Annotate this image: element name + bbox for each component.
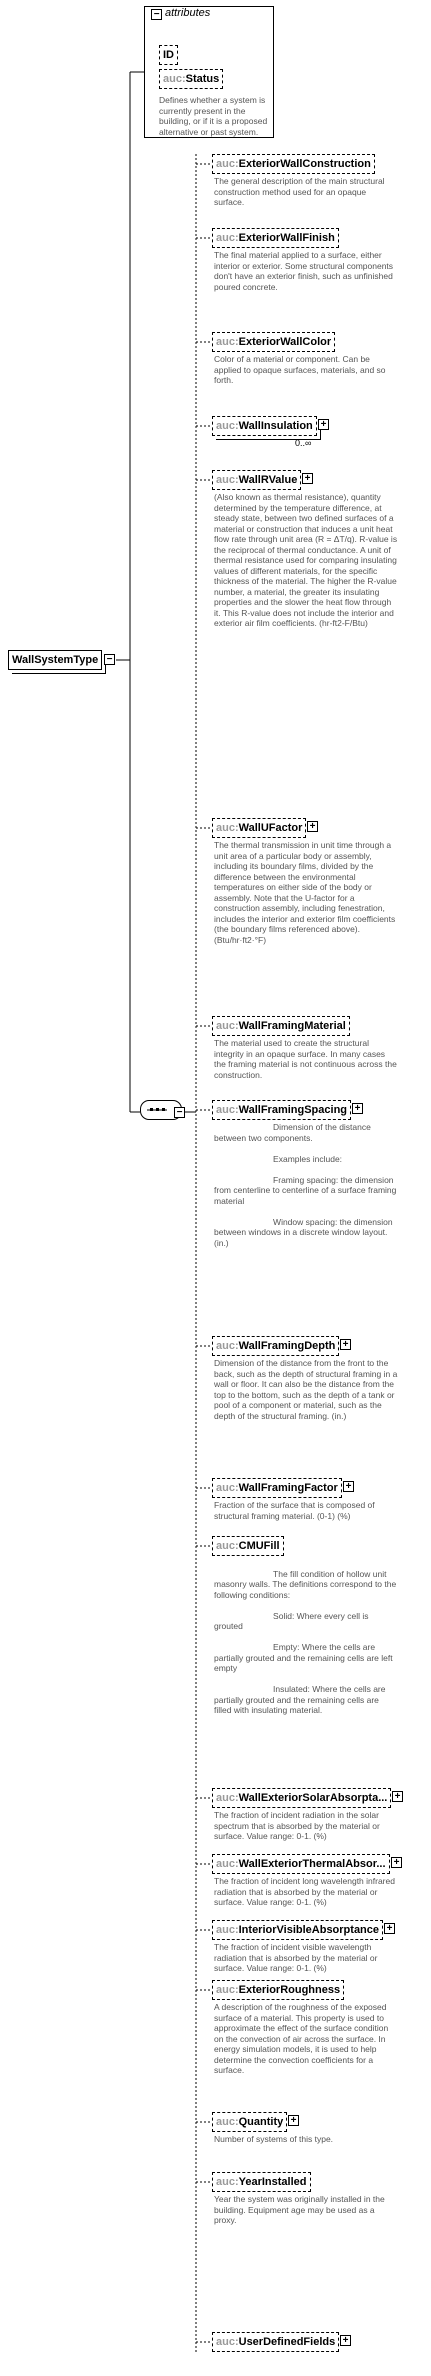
element-description: Color of a material or component. Can be… <box>214 354 388 385</box>
element-name: ExteriorRoughness <box>238 1984 341 1996</box>
element-box[interactable]: auc:WallFramingMaterial <box>212 1016 350 1036</box>
attribute-namespace: auc: <box>163 73 186 85</box>
element-name: ExteriorWallConstruction <box>238 158 371 170</box>
element-namespace: auc: <box>216 1984 239 1996</box>
element-box[interactable]: auc:WallFramingFactor <box>212 1478 342 1498</box>
element-name: WallRValue <box>238 474 298 486</box>
element-name: WallFramingFactor <box>238 1482 338 1494</box>
expand-icon[interactable]: + <box>340 1339 351 1350</box>
element-namespace: auc: <box>216 1924 239 1936</box>
attribute-name: Status <box>185 73 220 85</box>
expand-icon[interactable]: + <box>340 2335 351 2346</box>
expand-icon[interactable]: + <box>302 473 313 484</box>
element-description: Dimension of the distance from the front… <box>214 1358 400 1421</box>
element-name: WallFramingMaterial <box>238 1020 346 1032</box>
element-name: WallFramingDepth <box>238 1340 336 1352</box>
sequence-icon <box>147 1108 167 1111</box>
element-description: The thermal transmission in unit time th… <box>214 840 398 945</box>
element-box[interactable]: auc:WallExteriorThermalAbsor... <box>212 1854 390 1874</box>
element-namespace: auc: <box>216 1340 239 1352</box>
attribute-description: Defines whether a system is currently pr… <box>159 95 270 137</box>
element-namespace: auc: <box>216 474 239 486</box>
element-box[interactable]: auc:YearInstalled <box>212 2172 311 2192</box>
element-box[interactable]: auc:WallRValue <box>212 470 302 490</box>
element-name: WallExteriorThermalAbsor... <box>238 1858 386 1870</box>
element-description: The final material applied to a surface,… <box>214 250 396 292</box>
element-namespace: auc: <box>216 158 239 170</box>
attributes-group: −attributes ID auc:Status Defines whethe… <box>144 6 274 138</box>
occurrence-label: 0..∞ <box>295 438 312 448</box>
element-namespace: auc: <box>216 2176 239 2188</box>
expand-icon[interactable]: + <box>391 1857 402 1868</box>
attribute-name: ID <box>163 49 174 61</box>
element-name: YearInstalled <box>238 2176 307 2188</box>
element-box[interactable]: auc:Quantity <box>212 2112 288 2132</box>
element-description: The fraction of incident visible wavelen… <box>214 1942 380 1973</box>
attribute-status[interactable]: auc:Status <box>159 69 224 89</box>
element-box[interactable]: auc:WallExteriorSolarAbsorpta... <box>212 1788 392 1808</box>
element-namespace: auc: <box>216 1482 239 1494</box>
element-box[interactable]: auc:WallFramingDepth <box>212 1336 340 1356</box>
element-name: WallInsulation <box>238 420 313 432</box>
element-description: Year the system was originally installed… <box>214 2194 388 2225</box>
element-box[interactable]: auc:WallUFactor <box>212 818 307 838</box>
element-description: The fraction of incident long wavelength… <box>214 1876 398 1907</box>
element-name: WallExteriorSolarAbsorpta... <box>238 1792 388 1804</box>
element-name: WallFramingSpacing <box>238 1104 348 1116</box>
root-element-box[interactable]: WallSystemType <box>8 650 103 670</box>
element-name: Quantity <box>238 2116 284 2128</box>
element-namespace: auc: <box>216 232 239 244</box>
sequence-compositor[interactable] <box>140 1100 182 1120</box>
element-description: Fraction of the surface that is composed… <box>214 1500 378 1521</box>
element-box[interactable]: auc:UserDefinedFields <box>212 2332 340 2352</box>
element-name: WallUFactor <box>238 822 303 834</box>
element-name: CMUFill <box>238 1540 280 1552</box>
attribute-id[interactable]: ID <box>159 45 178 65</box>
expand-icon[interactable]: + <box>343 1481 354 1492</box>
element-namespace: auc: <box>216 2116 239 2128</box>
attributes-header: −attributes <box>151 7 211 20</box>
expand-icon[interactable]: + <box>384 1923 395 1934</box>
element-name: ExteriorWallColor <box>238 336 332 348</box>
element-namespace: auc: <box>216 1104 239 1116</box>
element-box[interactable]: auc:ExteriorWallConstruction <box>212 154 375 174</box>
element-description: The material used to create the structur… <box>214 1038 400 1080</box>
element-namespace: auc: <box>216 2336 239 2348</box>
element-namespace: auc: <box>216 1858 239 1870</box>
attributes-header-label: attributes <box>165 7 211 19</box>
element-description: (Also known as thermal resistance), quan… <box>214 492 400 628</box>
element-name: UserDefinedFields <box>238 2336 336 2348</box>
element-namespace: auc: <box>216 420 239 432</box>
expand-icon[interactable]: + <box>307 821 318 832</box>
element-namespace: auc: <box>216 1792 239 1804</box>
element-box[interactable]: auc:CMUFill <box>212 1536 284 1556</box>
element-description: The fill condition of hollow unit masonr… <box>214 1568 397 1716</box>
element-box[interactable]: auc:ExteriorWallFinish <box>212 228 339 248</box>
expand-icon[interactable]: + <box>318 419 329 430</box>
element-namespace: auc: <box>216 822 239 834</box>
element-name: ExteriorWallFinish <box>238 232 335 244</box>
element-description: The fraction of incident radiation in th… <box>214 1810 383 1841</box>
element-box[interactable]: auc:WallInsulation <box>212 416 317 436</box>
element-box[interactable]: auc:WallFramingSpacing <box>212 1100 352 1120</box>
collapse-icon[interactable]: − <box>151 9 162 20</box>
root-element-name: WallSystemType <box>12 654 99 666</box>
element-name: InteriorVisibleAbsorptance <box>238 1924 380 1936</box>
element-description: Number of systems of this type. <box>214 2134 334 2144</box>
element-namespace: auc: <box>216 1540 239 1552</box>
expand-icon[interactable]: + <box>352 1103 363 1114</box>
collapse-icon[interactable]: − <box>104 654 115 665</box>
element-box[interactable]: auc:InteriorVisibleAbsorptance <box>212 1920 384 1940</box>
element-description: The general description of the main stru… <box>214 176 387 207</box>
expand-icon[interactable]: + <box>392 1791 403 1802</box>
element-namespace: auc: <box>216 1020 239 1032</box>
element-description: Dimension of the distance between two co… <box>214 1122 397 1248</box>
element-box[interactable]: auc:ExteriorRoughness <box>212 1980 345 2000</box>
element-description: A description of the roughness of the ex… <box>214 2002 391 2075</box>
expand-icon[interactable]: + <box>288 2115 299 2126</box>
element-namespace: auc: <box>216 336 239 348</box>
element-box[interactable]: auc:ExteriorWallColor <box>212 332 336 352</box>
collapse-icon[interactable]: − <box>174 1107 185 1118</box>
